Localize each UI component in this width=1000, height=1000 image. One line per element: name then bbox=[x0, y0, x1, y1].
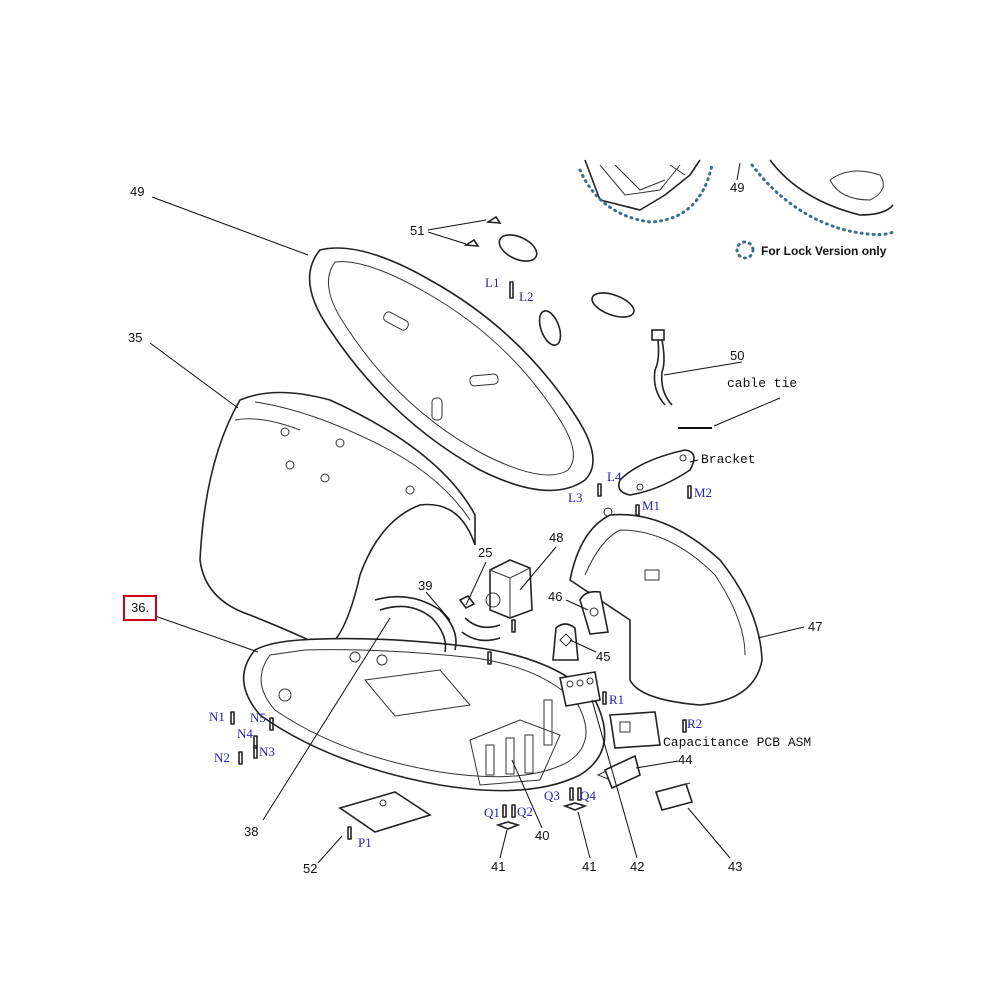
label-49: 49 bbox=[130, 184, 144, 199]
note-capacitance-pcb: Capacitance PCB ASM bbox=[663, 735, 811, 750]
code-N4: N4 bbox=[237, 726, 253, 741]
code-L2: L2 bbox=[519, 289, 533, 304]
code-N3: N3 bbox=[259, 744, 275, 759]
label-46: 46 bbox=[548, 589, 562, 604]
code-R1: R1 bbox=[609, 692, 624, 707]
label-39: 39 bbox=[418, 578, 432, 593]
code-P1: P1 bbox=[358, 835, 372, 850]
note-cable-tie: cable tie bbox=[727, 376, 797, 391]
label-44: 44 bbox=[678, 752, 692, 767]
code-Q1: Q1 bbox=[484, 805, 500, 820]
label-51: 51 bbox=[410, 223, 424, 238]
capacitance-pcb bbox=[609, 711, 661, 749]
base-36 bbox=[242, 637, 606, 792]
code-L4: L4 bbox=[607, 469, 622, 484]
bracket-part bbox=[617, 449, 695, 496]
label-43: 43 bbox=[728, 859, 742, 874]
code-M2: M2 bbox=[694, 485, 712, 500]
caps-51 bbox=[463, 215, 635, 346]
label-36: 36. bbox=[131, 600, 149, 615]
label-25: 25 bbox=[478, 545, 492, 560]
code-N2: N2 bbox=[214, 750, 230, 765]
note-bracket: Bracket bbox=[701, 452, 756, 467]
part-notes: cable tie Bracket Capacitance PCB ASM bbox=[663, 376, 811, 750]
label-35: 35 bbox=[128, 330, 142, 345]
code-L1: L1 bbox=[485, 275, 499, 290]
code-Q4: Q4 bbox=[580, 788, 596, 803]
terminal-block-42 bbox=[559, 671, 601, 707]
front-shell-35 bbox=[199, 391, 476, 649]
code-L3: L3 bbox=[568, 490, 582, 505]
code-M1: M1 bbox=[642, 498, 660, 513]
label-38: 38 bbox=[244, 824, 258, 839]
code-R2: R2 bbox=[687, 716, 702, 731]
label-50: 50 bbox=[730, 348, 744, 363]
label-48: 48 bbox=[549, 530, 563, 545]
label-42: 42 bbox=[630, 859, 644, 874]
label-40: 40 bbox=[535, 828, 549, 843]
leader-lines bbox=[149, 196, 805, 864]
clip-45 bbox=[552, 623, 579, 661]
label-49-inset: 49 bbox=[730, 180, 744, 195]
label-41-right: 41 bbox=[582, 859, 596, 874]
screws bbox=[230, 281, 692, 840]
connector-44 bbox=[596, 754, 641, 790]
clip-46 bbox=[579, 590, 609, 635]
part-codes: L1 L2 L3 L4 M1 M2 R1 R2 N1 N2 N3 N4 N5 Q… bbox=[209, 275, 712, 850]
code-Q3: Q3 bbox=[544, 788, 560, 803]
code-N1: N1 bbox=[209, 709, 225, 724]
label-41-left: 41 bbox=[491, 859, 505, 874]
cover-plate-52 bbox=[338, 791, 432, 833]
spacers-41 bbox=[495, 802, 588, 830]
tube-39 bbox=[374, 595, 501, 653]
valve-48 bbox=[458, 559, 533, 619]
internal-components-40 bbox=[469, 699, 561, 786]
top-lid-49 bbox=[308, 247, 594, 492]
label-45: 45 bbox=[596, 649, 610, 664]
label-47: 47 bbox=[808, 619, 822, 634]
code-Q2: Q2 bbox=[517, 804, 533, 819]
rear-shell-47 bbox=[569, 507, 763, 706]
part-numbers: 49 49 51 35 36. 50 48 25 39 46 45 47 44 … bbox=[128, 180, 822, 876]
code-N5: N5 bbox=[250, 710, 266, 725]
label-52: 52 bbox=[303, 861, 317, 876]
sensor-50 bbox=[651, 329, 712, 429]
connector-43 bbox=[654, 782, 694, 811]
legend-text: For Lock Version only bbox=[761, 244, 887, 258]
lock-version-marker bbox=[735, 240, 755, 260]
highlight-box-36 bbox=[123, 595, 157, 621]
lock-version-inset: For Lock Version only bbox=[578, 159, 895, 260]
